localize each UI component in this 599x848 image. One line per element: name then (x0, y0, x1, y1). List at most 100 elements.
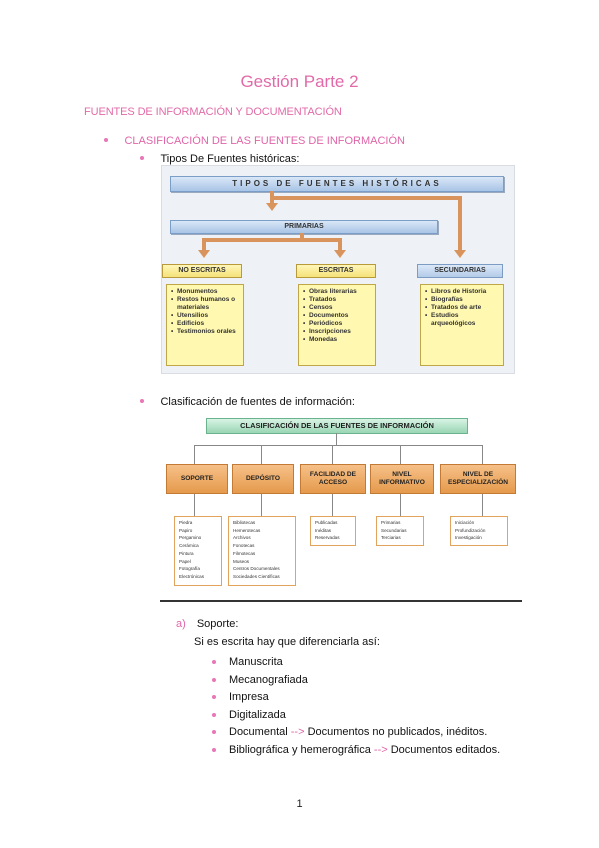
arrow-text: --> (373, 743, 388, 756)
subsection-bullet: CLASIFICACIÓN DE LAS FUENTES DE INFORMAC… (104, 131, 405, 149)
connector-line (261, 494, 262, 516)
section-heading: FUENTES DE INFORMACIÓN Y DOCUMENTACIÓN (84, 106, 342, 118)
connector-line (261, 445, 262, 464)
list-item: Reservadas (315, 535, 340, 541)
fig2-cat-acceso: FACILIDAD DE ACCESO (300, 464, 366, 494)
soporte-list: Manuscrita Mecanografiada Impresa Digita… (212, 654, 500, 759)
fig2-title: CLASIFICACIÓN DE LAS FUENTES DE INFORMAC… (206, 418, 468, 434)
list-item: Impresa (212, 689, 500, 707)
connector-line (336, 433, 337, 445)
connector-line (194, 494, 195, 516)
list-item-text: Bibliográfica y hemerográfica (229, 743, 371, 756)
list-marker: a) (176, 618, 186, 630)
arrow-icon (338, 238, 342, 252)
list-item: Monedas (303, 336, 371, 344)
list-item: Fonotecas (233, 543, 255, 549)
bullet-dot-icon (212, 695, 216, 700)
list-item: Secundarias (381, 527, 407, 533)
connector-line (194, 445, 482, 446)
list-item: Tratados (303, 296, 371, 304)
arrow-text: --> (290, 726, 305, 738)
list-item: Inéditas (315, 527, 332, 533)
fig1-escritas-box: Obras literarias Tratados Censos Documen… (298, 284, 376, 366)
list-item: Inscripciones (303, 328, 371, 336)
soporte-intro: Si es escrita hay que diferenciarla así: (194, 636, 380, 648)
list-item: Testimonios orales (171, 328, 239, 336)
bullet-dot-icon (140, 398, 144, 403)
page-title: Gestión Parte 2 (240, 72, 359, 91)
connector-line (400, 494, 401, 516)
list-item: Publicadas (315, 520, 338, 525)
arrow-icon (202, 238, 342, 242)
list-item: Hemerotecas (233, 527, 261, 533)
bullet-dot-icon (212, 747, 216, 752)
fig1-primarias: PRIMARIAS (284, 223, 324, 230)
list-item: Utensilios (171, 312, 239, 320)
list-item: Primarias (381, 520, 401, 525)
list-item: Profundización (455, 527, 486, 533)
list-item: Papiro (179, 527, 193, 533)
tipos-fuentes-diagram: TIPOS DE FUENTES HISTÓRICAS PRIMARIAS NO… (161, 165, 515, 374)
arrow-down-icon (198, 250, 210, 258)
list-item: Documental --> Documentos no publicados,… (212, 724, 500, 742)
bullet-dot-icon (104, 137, 108, 142)
fig1-secundarias: SECUNDARIAS (417, 264, 503, 278)
list-item: Documentos (303, 312, 371, 320)
bullet-dot-icon (212, 730, 216, 735)
list-item-detail: Documentos no publicados, inéditos. (307, 726, 488, 738)
list-item: Centros Documentales (233, 566, 280, 572)
fig2-deposito-box: Bibliotecas Hemerotecas Archivos Fonotec… (228, 516, 296, 586)
list-item: Iniciación (455, 520, 475, 525)
fig1-escritas: ESCRITAS (296, 264, 376, 278)
connector-line (482, 445, 483, 464)
bullet-clasificacion: Clasificación de fuentes de información: (140, 392, 355, 410)
list-item: Bibliotecas (233, 520, 256, 525)
list-item: Terciarias (381, 535, 401, 541)
fig1-secundarias-box: Libros de Historia Biografías Tratados d… (420, 284, 504, 366)
list-item-detail: Documentos editados. (390, 743, 501, 756)
list-item: Investigación (455, 535, 482, 541)
list-item: Periódicos (303, 320, 371, 328)
arrow-down-icon (454, 250, 466, 258)
connector-line (400, 445, 401, 464)
arrow-icon (270, 196, 462, 200)
list-item: Monumentos (171, 288, 239, 296)
bullet-dot-icon (140, 155, 144, 160)
bullet-dot-icon (212, 677, 216, 682)
arrow-icon (458, 196, 462, 252)
fig2-soporte-box: Piedra Papiro Pergamino Cerámica Pintura… (174, 516, 222, 586)
list-item: Biografías (425, 296, 499, 304)
list-item: Censos (303, 304, 371, 312)
connector-line (194, 445, 195, 464)
list-item-text: Manuscrita (229, 656, 283, 668)
arrow-down-icon (266, 203, 278, 211)
fig2-cat-soporte: SOPORTE (166, 464, 228, 494)
fig2-acceso-box: Publicadas Inéditas Reservadas (310, 516, 356, 546)
fig1-primarias-bar: PRIMARIAS (170, 220, 438, 234)
list-item: Libros de Historia (425, 288, 499, 296)
soporte-heading-row: a) Soporte: (176, 618, 238, 630)
list-item: Manuscrita (212, 654, 500, 672)
list-item: Fotografía (179, 566, 200, 572)
arrow-down-icon (334, 250, 346, 258)
bullet-tipos-text: Tipos De Fuentes históricas: (160, 153, 300, 165)
fig2-especializacion-box: Iniciación Profundización Investigación (450, 516, 508, 546)
fig1-no-escritas: NO ESCRITAS (162, 264, 242, 278)
fig2-cat-especializacion: NIVEL DE ESPECIALIZACIÓN (440, 464, 516, 494)
list-item: Museos (233, 558, 250, 564)
arrow-icon (300, 233, 304, 239)
list-item: Pergamino (179, 535, 202, 541)
list-item: Obras literarias (303, 288, 371, 296)
list-item: Bibliográfica y hemerográfica --> Docume… (212, 742, 500, 760)
bullet-clasificacion-text: Clasificación de fuentes de información: (160, 396, 355, 408)
fig2-cat-informativo: NIVEL INFORMATIVO (370, 464, 434, 494)
list-item: Tratados de arte (425, 304, 499, 312)
list-item: Edificios (171, 320, 239, 328)
list-item: Pintura (179, 550, 194, 556)
fig2-cat-deposito: DEPÓSITO (232, 464, 294, 494)
fig1-title-bar: TIPOS DE FUENTES HISTÓRICAS (170, 176, 504, 192)
list-item-text: Digitalizada (229, 708, 286, 721)
clasificacion-diagram: CLASIFICACIÓN DE LAS FUENTES DE INFORMAC… (160, 410, 522, 602)
list-item: Electrónicas (179, 573, 205, 579)
list-item: Papel (179, 558, 191, 564)
